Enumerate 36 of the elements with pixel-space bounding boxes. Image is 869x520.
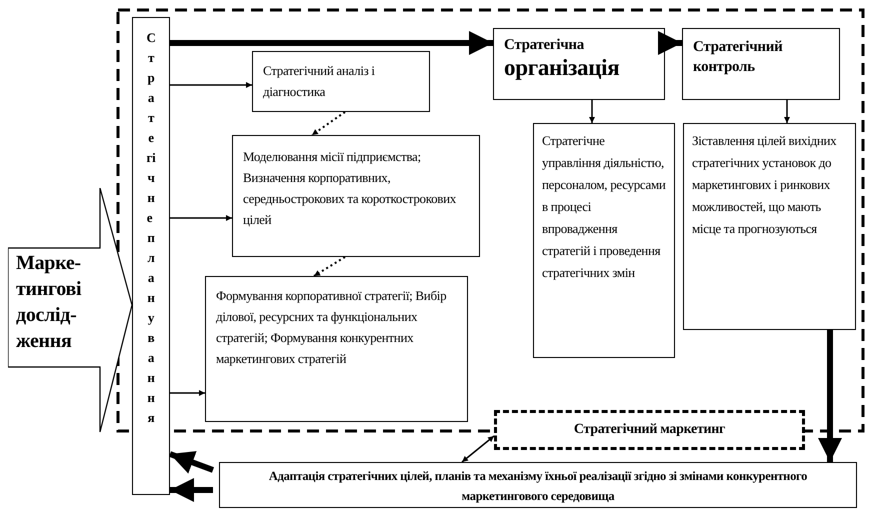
heading: Стратегічний контроль [693,38,784,77]
description: Стратегічне управління діяльністю, персоналом, ресурсами в процесі впровадження стратегій і проведення стратегічних змін [542,132,666,282]
arrow [170,478,213,502]
arrow [589,100,595,123]
description: Стратегічний аналіз і діагностика [263,62,376,101]
vertical-label: Стратегічне планування [146,29,156,427]
arrow [313,256,346,277]
heading: Стратегічна [504,36,585,55]
heading: Стратегічний маркетинг [572,421,726,439]
arrow [168,451,214,474]
arrow [170,82,252,88]
process-box [252,51,430,112]
process-box [232,135,480,257]
process-box [493,28,665,100]
arrow [170,31,493,55]
process-box [533,123,675,358]
process-box [219,462,857,508]
heading: Адаптація стратегічних цілей, планів та механізму їхньої реалізації згідно зі змінами конкурентного маркетингового середовища [268,468,808,505]
callout-arrow-shape [8,188,133,433]
arrow [784,100,790,123]
description: Зіставлення цілей вихідних стратегічних установок до маркетингових і ринкових можливостей, що мають місце та прогнозуються [692,132,838,238]
heading: організація [504,55,620,81]
arrow [462,435,494,463]
arrow [311,111,346,136]
dashed-box [494,410,805,450]
process-box [132,17,170,495]
description: Формування корпоративної стратегії; Вибір ділової, ресурсних та функціональних стратегій; Формування конкурентних маркетингових стратегій [216,287,448,368]
arrow [170,390,205,396]
process-box [683,123,856,330]
arrow [818,330,842,462]
arrow [170,215,232,221]
description: Моделювання місії підприємства; Визначення корпоративних, середньострокових та короткострокових цілей [243,148,457,229]
arrow [658,31,682,55]
process-box [205,276,468,422]
process-box [682,28,840,100]
heading: Марке- тингові дослід- ження [16,251,82,354]
